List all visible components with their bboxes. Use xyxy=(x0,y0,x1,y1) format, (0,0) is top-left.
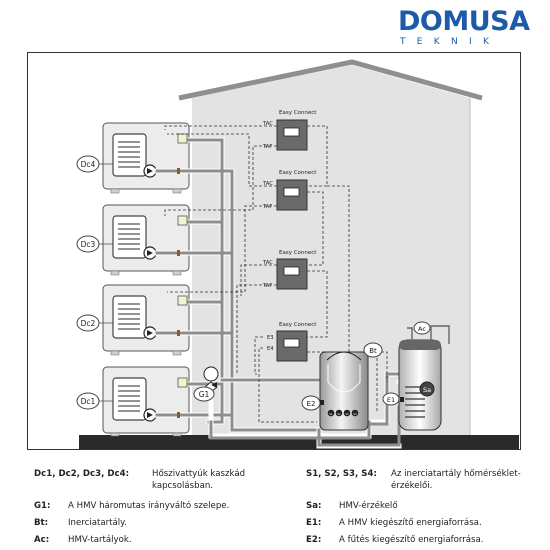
heat-pump-label-dc1: Dc1 xyxy=(81,397,96,406)
buffer-tank-bt: S1 S2 S3 S4 Bt E2 xyxy=(301,342,383,431)
brand-subtitle: TEKNIK xyxy=(400,37,501,47)
controller-2-sensor-top: TAC xyxy=(262,181,273,187)
legend-desc: A HMV háromutas irányváltó szelepe. xyxy=(68,501,230,511)
controller-1-sensor-bottom: TAF xyxy=(262,144,272,150)
controller-4: Easy Connect E3 E4 xyxy=(267,322,317,362)
tank-sensor-s2: S2 xyxy=(337,412,341,416)
legend-item-ac: Ac: HMV-tartályok. xyxy=(34,534,284,547)
heat-pump-label-dc4: Dc4 xyxy=(81,160,96,169)
controller-3: Easy Connect TAC TAF xyxy=(262,250,317,290)
dhw-sensor-label: Sa xyxy=(423,386,431,394)
legend-item-e2: E2: A fűtés kiegészítő energiaforrása. xyxy=(306,534,538,547)
dhw-tank-ac: Sa Ac E1 xyxy=(382,321,450,431)
controller-4-sensor-top: E3 xyxy=(267,335,274,341)
legend-item-g1: G1: A HMV háromutas irányváltó szelepe. xyxy=(34,500,284,513)
legend-code: E1: xyxy=(306,518,322,528)
three-way-valve-g1: G1 xyxy=(193,366,219,402)
dhw-tank-label: Ac xyxy=(418,325,426,333)
legend-code: E2: xyxy=(306,535,322,545)
tank-sensor-s4: S4 xyxy=(353,412,357,416)
legend-desc: HMV-érzékelő xyxy=(339,501,398,511)
legend-desc: Hőszivattyúk kaszkád kapcsolásban. xyxy=(152,469,246,491)
legend-item-s: S1, S2, S3, S4: Az inerciatartály hőmérs… xyxy=(306,468,538,494)
legend-desc: Inerciatartály. xyxy=(68,518,127,528)
controller-1-sensor-top: TAC xyxy=(262,121,273,127)
heat-pump-label-dc3: Dc3 xyxy=(81,240,96,249)
legend-desc: HMV-tartályok. xyxy=(68,535,132,545)
e1-label: E1 xyxy=(387,396,395,404)
legend-item-sa: Sa: HMV-érzékelő xyxy=(306,500,538,513)
legend-code: Ac: xyxy=(34,535,50,545)
controller-label-4: Easy Connect xyxy=(279,322,317,328)
pipes xyxy=(154,137,403,449)
legend-code: Bt: xyxy=(34,518,49,528)
legend-code: G1: xyxy=(34,501,51,511)
supply-valves xyxy=(177,133,188,388)
controller-label-1: Easy Connect xyxy=(279,110,317,116)
controller-label-2: Easy Connect xyxy=(279,170,317,176)
legend-desc: Az inerciatartály hőmérséklet-érzékelői. xyxy=(391,469,521,491)
legend-desc: A fűtés kiegészítő energiaforrása. xyxy=(339,535,484,545)
legend-code: Dc1, Dc2, Dc3, Dc4: xyxy=(34,469,130,479)
legend-item-e1: E1: A HMV kiegészítő energiaforrása. xyxy=(306,517,538,530)
controller-3-sensor-top: TAC xyxy=(262,260,273,266)
controller-2-sensor-bottom: TAF xyxy=(262,204,272,210)
domusa-logo: DOMUSA TEKNIK xyxy=(398,6,544,48)
controller-2: Easy Connect TAC TAF xyxy=(262,170,317,211)
legend-code: S1, S2, S3, S4: xyxy=(306,469,377,479)
check-valves xyxy=(177,168,180,418)
legend-code: Sa: xyxy=(306,501,322,511)
controller-4-sensor-bottom: E4 xyxy=(267,346,274,352)
house-roof xyxy=(178,59,483,101)
heating-system-diagram: Dc4 Dc3 Dc2 Dc1 xyxy=(27,52,521,450)
heat-pump-label-dc2: Dc2 xyxy=(81,319,96,328)
ground xyxy=(79,435,519,449)
legend-item-bt: Bt: Inerciatartály. xyxy=(34,517,284,530)
e2-label: E2 xyxy=(307,400,316,408)
legend-desc: A HMV kiegészítő energiaforrása. xyxy=(339,518,482,528)
controller-1: Easy Connect TAC TAF xyxy=(262,110,317,151)
tank-sensor-s3: S3 xyxy=(345,412,349,416)
tank-sensor-s1: S1 xyxy=(329,412,333,416)
controller-label-3: Easy Connect xyxy=(279,250,317,256)
brand-name: DOMUSA xyxy=(398,6,530,37)
controller-3-sensor-bottom: TAF xyxy=(262,283,272,289)
buffer-tank-label: Bt xyxy=(369,347,377,355)
valve-label-g1: G1 xyxy=(199,390,210,399)
legend-item-dc: Dc1, Dc2, Dc3, Dc4: Hőszivattyúk kaszkád… xyxy=(34,468,284,494)
